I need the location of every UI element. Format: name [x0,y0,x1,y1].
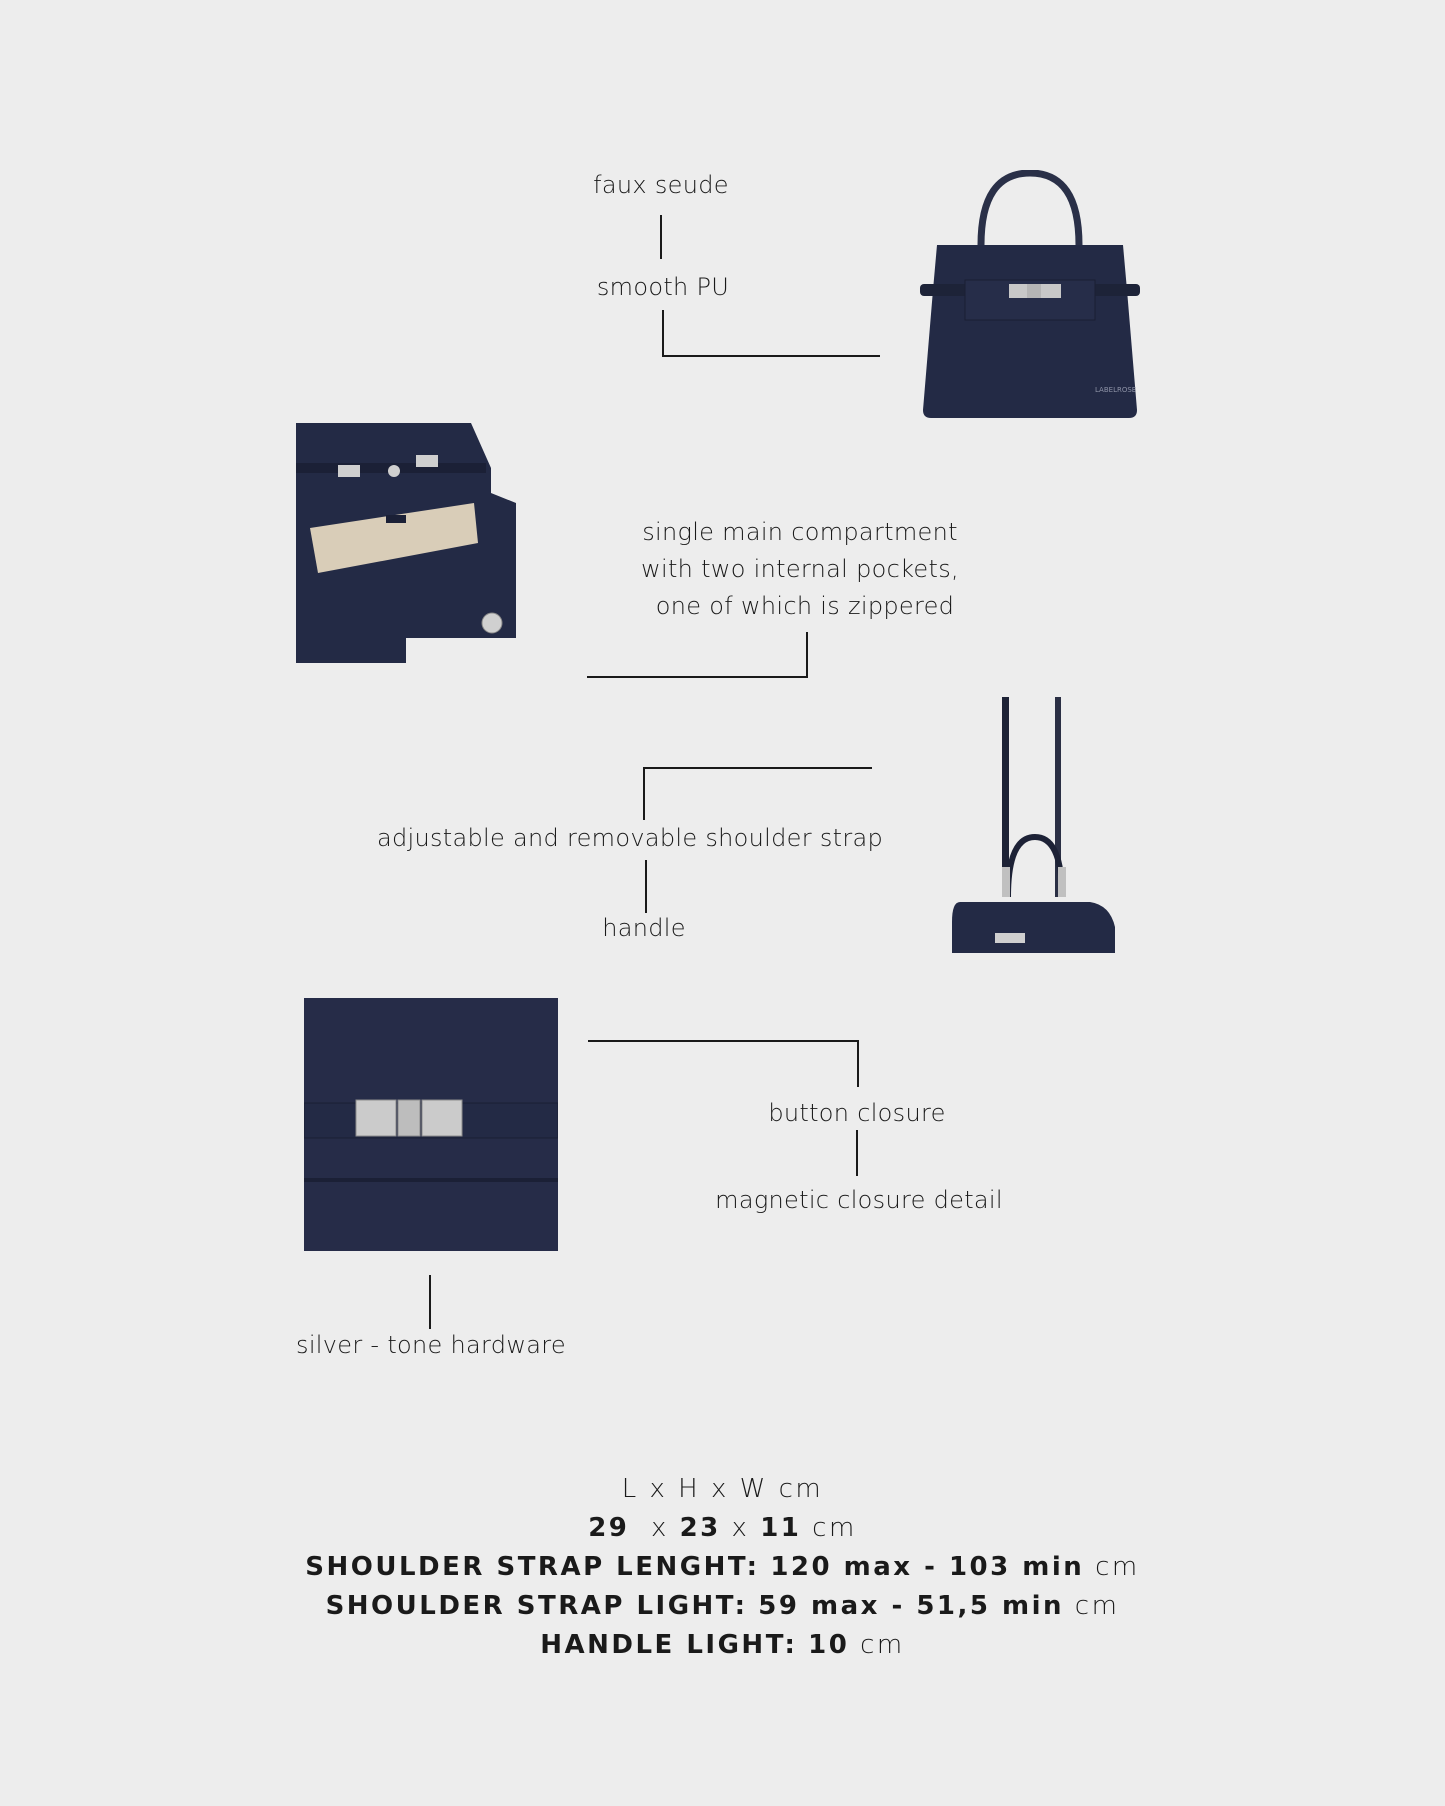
spec-width-value: 11 [760,1513,802,1543]
spec-header: L x H x W cm [621,1474,824,1504]
dimensions-specs: L x H x W cm 29 x 23 x 11 cm SHOULDER ST… [0,1470,1445,1665]
spec-strap-length: SHOULDER STRAP LENGHT: 120 max - 103 min… [0,1548,1445,1587]
label-compartment-line-1: single main compartment [642,518,958,546]
spec-label: SHOULDER STRAP LENGHT: [305,1552,760,1582]
spec-label: HANDLE LIGHT: [540,1630,798,1660]
connector-line [857,1040,859,1087]
spec-height-value: 23 [679,1513,721,1543]
connector-line [643,767,872,769]
connector-line [662,310,664,357]
spec-value: 120 max - 103 min [770,1552,1085,1582]
open-bag-image [296,423,550,678]
connector-line [588,1040,859,1042]
connector-line [660,215,662,259]
connector-line [587,676,808,678]
label-magnetic-closure: magnetic closure detail [715,1186,1003,1214]
spec-strap-light: SHOULDER STRAP LIGHT: 59 max - 51,5 min … [0,1587,1445,1626]
connector-line [856,1130,858,1176]
spec-value: 59 max - 51,5 min [758,1591,1065,1621]
label-faux-suede: faux seude [593,171,729,199]
connector-line [662,355,880,357]
connector-line [429,1275,431,1329]
label-shoulder-strap: adjustable and removable shoulder strap [376,824,884,852]
spec-label: SHOULDER STRAP LIGHT: [325,1591,748,1621]
label-button-closure: button closure [768,1099,946,1127]
connector-line [643,767,645,820]
spec-length-value: 29 [588,1513,630,1543]
spec-value: 10 [808,1630,850,1660]
front-bag-image: LABELROSE [915,170,1145,422]
spec-unit: cm [1095,1552,1140,1582]
svg-text:LABELROSE: LABELROSE [1095,386,1136,394]
spec-unit: cm [1074,1591,1120,1621]
spec-unit: cm [812,1513,857,1543]
label-handle: handle [602,914,686,942]
strap-bag-image [950,697,1118,953]
label-compartment-line-2: with two internal pockets, [641,555,959,583]
closure-detail-image [304,998,558,1251]
spec-sep: x [731,1513,750,1543]
label-smooth-pu: smooth PU [596,273,730,301]
connector-line [645,860,647,913]
spec-handle-light: HANDLE LIGHT: 10 cm [0,1626,1445,1665]
label-compartment-line-3: one of which is zippered [655,592,955,620]
label-silver-hardware: silver - tone hardware [296,1331,566,1359]
spec-sep: x [650,1513,669,1543]
spec-dimensions: 29 x 23 x 11 cm [0,1509,1445,1548]
spec-unit: cm [860,1630,905,1660]
connector-line [806,632,808,678]
